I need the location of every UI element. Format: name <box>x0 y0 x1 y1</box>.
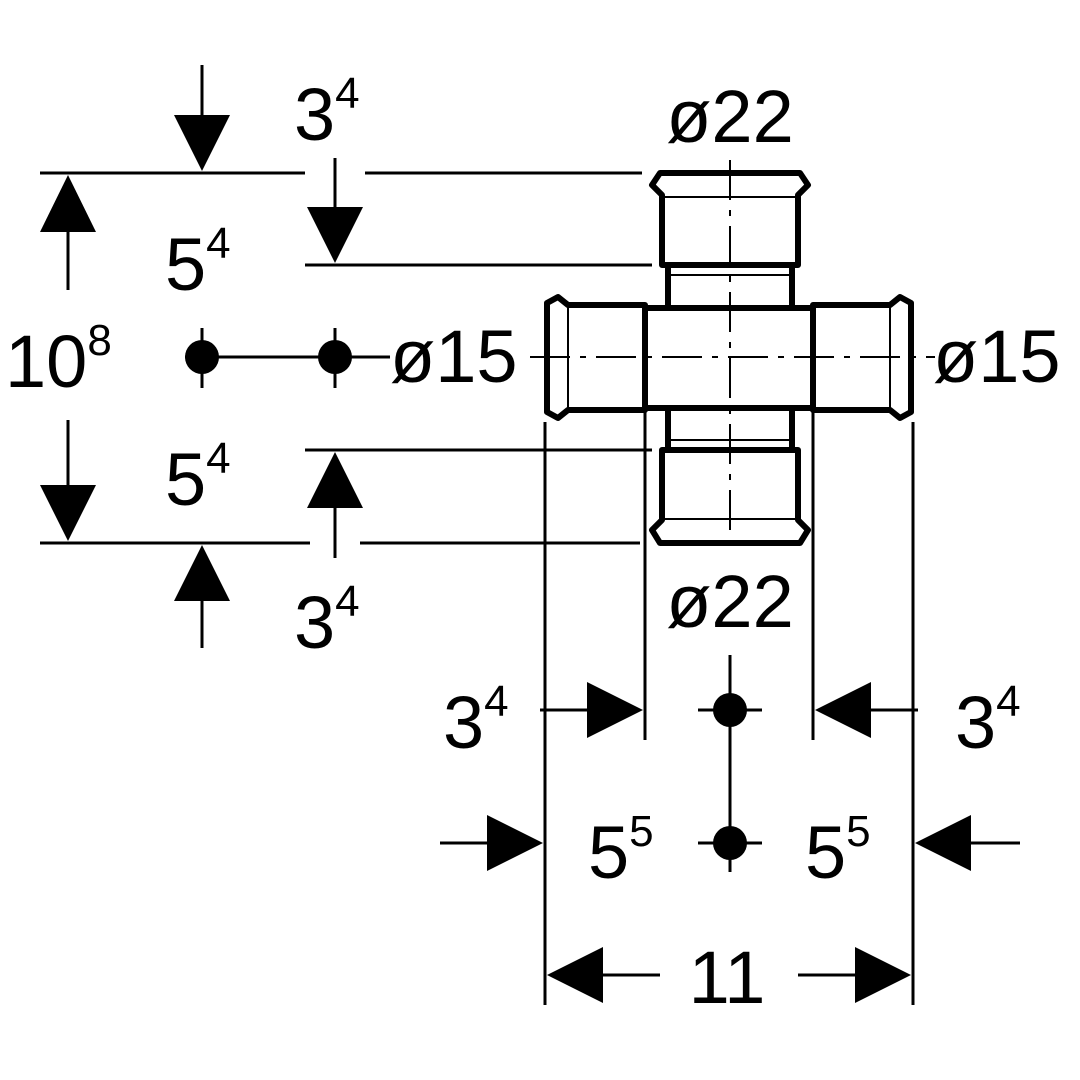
vertical-dimension-arrows <box>40 65 363 648</box>
diameter-left: ø15 <box>390 315 518 398</box>
arrowhead <box>487 815 543 871</box>
arrowhead <box>307 452 363 508</box>
arrowhead <box>855 947 911 1003</box>
dim-right-socket: 34 <box>955 677 1021 764</box>
dim-overall-width: 11 <box>689 936 766 1019</box>
cross-fitting <box>530 160 935 552</box>
arrowhead <box>40 485 96 541</box>
diameter-right: ø15 <box>933 315 1061 398</box>
dim-bottom-outer: 34 <box>294 577 360 664</box>
dim-left-half: 55 <box>588 807 654 894</box>
arrowhead <box>307 207 363 263</box>
arrowhead <box>815 682 871 738</box>
bottom-axis-dots <box>698 655 762 872</box>
diameter-top: ø22 <box>666 75 794 158</box>
left-axis-dots <box>185 328 390 388</box>
horizontal-dimension-arrows <box>440 682 1020 1003</box>
arrowhead <box>915 815 971 871</box>
dim-top-inner: 54 <box>165 219 231 306</box>
arrowhead <box>547 947 603 1003</box>
diameter-bottom: ø22 <box>666 560 794 643</box>
dim-bottom-inner: 54 <box>165 434 231 521</box>
axis-dot <box>318 340 352 374</box>
arrowhead <box>174 545 230 601</box>
axis-dot <box>713 693 747 727</box>
extension-lines <box>40 171 915 1005</box>
dim-right-half: 55 <box>805 807 871 894</box>
dim-overall-height: 108 <box>5 316 112 403</box>
arrowhead <box>40 175 96 232</box>
dim-left-socket: 34 <box>443 677 509 764</box>
axis-dot <box>713 826 747 860</box>
axis-dot <box>185 340 219 374</box>
dim-top-outer: 34 <box>294 69 360 156</box>
arrowhead <box>587 682 643 738</box>
arrowhead <box>174 115 230 171</box>
